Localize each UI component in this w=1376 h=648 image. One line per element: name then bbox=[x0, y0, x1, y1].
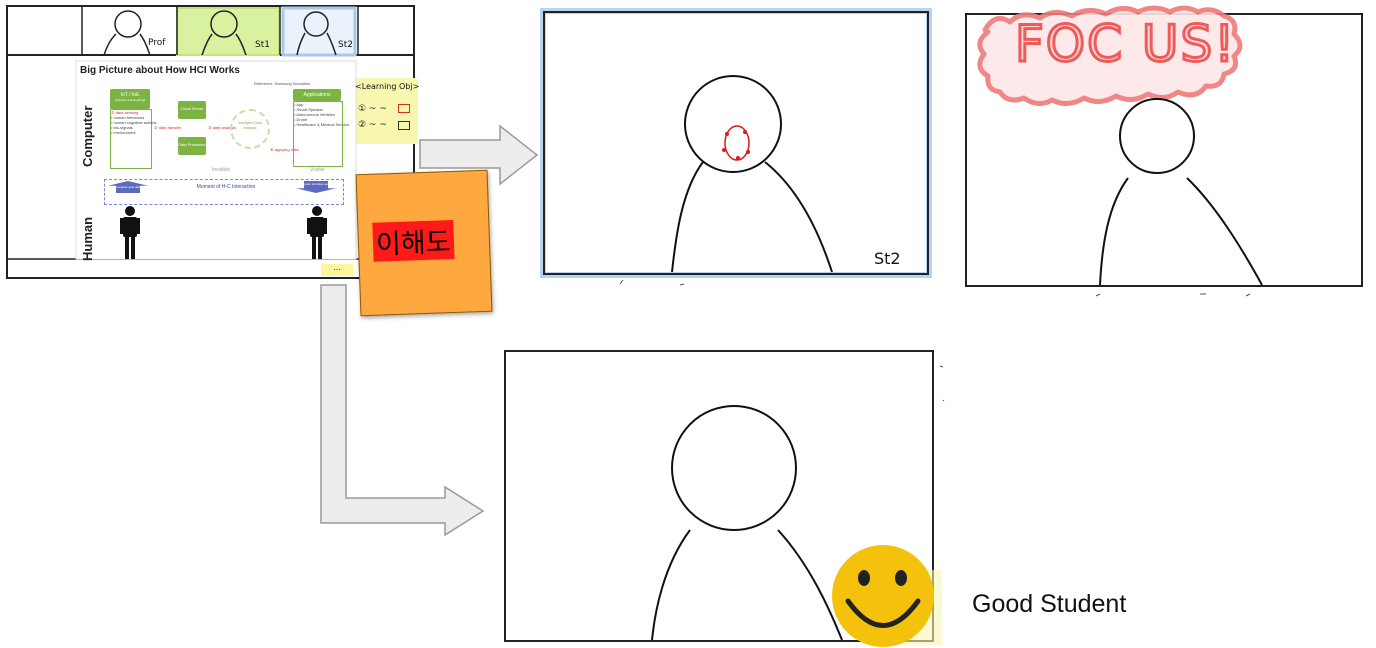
sensing-box: ① data sensing • human behaviors • human… bbox=[110, 109, 157, 169]
application-item: • Smart Speaker bbox=[294, 107, 324, 112]
learning-objective-item: ② ~ ~ bbox=[358, 120, 387, 130]
thumb-st2-label: St2 bbox=[338, 40, 353, 50]
slide-title: Big Picture about How HCI Works bbox=[80, 65, 240, 76]
learning-objectives-title: <Learning Obj> bbox=[355, 82, 420, 91]
distracted-panel-label: St2 bbox=[874, 249, 901, 268]
good-student-panel-frame bbox=[504, 350, 934, 642]
applications-box: Applications bbox=[293, 89, 341, 101]
thumb-st1-person bbox=[201, 10, 247, 56]
focus-alert-text: FOC US! bbox=[1013, 14, 1237, 75]
sensing-item: • human behaviors bbox=[111, 115, 145, 120]
focus-alert-cloud bbox=[977, 5, 1243, 106]
sensing-item: • human cognitive actions bbox=[111, 120, 157, 125]
human-figure-right bbox=[307, 206, 327, 259]
checkbox-icon[interactable] bbox=[398, 121, 410, 130]
understanding-sticky-note: 이해도 bbox=[355, 169, 493, 317]
interaction-band bbox=[104, 179, 344, 205]
thumb-st2-person bbox=[296, 11, 337, 56]
analysis-cycle: Intelligent Data Analysis bbox=[230, 109, 270, 149]
slide-reference: Reference: Samsung Securities bbox=[254, 81, 311, 86]
eye-tracking-points bbox=[722, 130, 750, 160]
step-data-sensing: ① data sensing bbox=[111, 110, 139, 115]
applications-list: • App • Smart Speaker • Autonomous Vehic… bbox=[293, 101, 349, 167]
lecture-slide: Big Picture about How HCI Works Referenc… bbox=[78, 63, 354, 261]
thumb-st2-highlight bbox=[281, 6, 357, 57]
learning-objectives-highlight bbox=[352, 78, 418, 144]
data-processor-label: Data Processor bbox=[178, 142, 206, 147]
eye-tracking-marker bbox=[724, 125, 750, 161]
computer-provides-service-label: computer provides service bbox=[298, 182, 334, 186]
sticky-note-text: 이해도 bbox=[372, 219, 455, 262]
iot-box-sub: (Internet of Everything) bbox=[114, 98, 146, 102]
sensing-item: • environment bbox=[111, 130, 136, 135]
distracted-panel-frame bbox=[543, 11, 929, 275]
focus-person bbox=[1099, 98, 1263, 286]
thumb-st1-highlight bbox=[176, 7, 280, 56]
analysis-label: Intelligent Data Analysis bbox=[238, 121, 262, 130]
arrow-to-good-student-panel bbox=[320, 284, 485, 537]
cloud-server-label: Cloud Server bbox=[180, 106, 204, 111]
smiley-icon bbox=[832, 545, 934, 647]
application-item: • App bbox=[294, 102, 304, 107]
human-figure-left bbox=[120, 206, 140, 259]
applications-header: Applications bbox=[303, 92, 331, 98]
distracted-person bbox=[671, 75, 833, 273]
step-applying-data: ④ applying data bbox=[270, 147, 299, 152]
moment-of-interaction-label: Moment of H-C Interaction bbox=[196, 184, 256, 190]
application-item: • Drone bbox=[294, 117, 308, 122]
application-item: • Autonomous Vehicles bbox=[294, 112, 335, 117]
thumb-prof-label: Prof bbox=[148, 38, 166, 48]
learning-objective-item: ① ~ ~ bbox=[358, 104, 387, 114]
arrow-to-distracted-panel bbox=[419, 124, 539, 186]
iot-box-header: IoT / IoE bbox=[120, 92, 140, 98]
data-processor-box: Data Processor bbox=[178, 137, 206, 155]
step-data-analysis: ③ data analysis bbox=[208, 125, 237, 130]
visible-label: Visible bbox=[310, 167, 325, 173]
human-figures bbox=[120, 206, 327, 259]
thumb-st1-label: St1 bbox=[255, 40, 270, 50]
distracted-panel-glow bbox=[540, 8, 932, 278]
computer-gets-data-label: computer gets data bbox=[115, 185, 141, 189]
computer-provides-service-arrow bbox=[296, 181, 336, 193]
good-student-caption: Good Student bbox=[972, 590, 1127, 618]
more-button-bg bbox=[321, 264, 353, 276]
iot-box: IoT / IoE (Internet of Everything) bbox=[110, 89, 150, 109]
step-data-transfer: ② data transfer bbox=[154, 125, 182, 130]
checkbox-icon[interactable] bbox=[398, 104, 410, 113]
more-button[interactable]: ... bbox=[333, 262, 341, 272]
invisible-label: Invisible bbox=[212, 167, 231, 173]
sensing-item: • bio-signals bbox=[111, 125, 133, 130]
good-student-person bbox=[651, 405, 843, 641]
application-item: • Healthcare & Medical Service bbox=[294, 122, 349, 127]
thumb-prof-person bbox=[103, 10, 151, 56]
cloud-server-box: Cloud Server bbox=[178, 101, 206, 119]
computer-gets-data-arrow bbox=[108, 181, 148, 193]
